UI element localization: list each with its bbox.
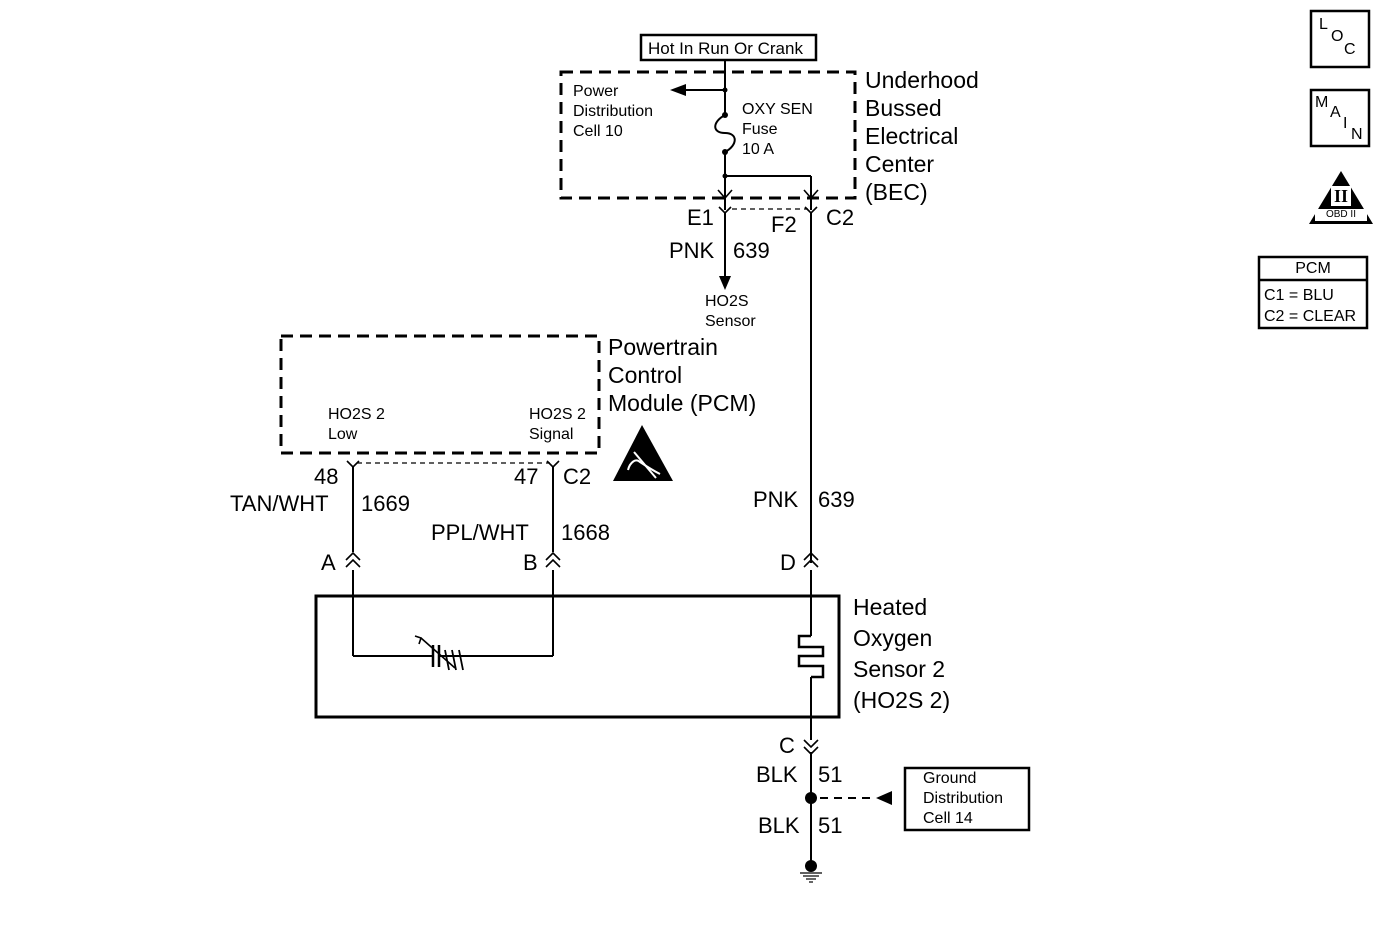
wire-circuit-639-lower: 639: [818, 487, 855, 512]
obd-ii-icon: [1309, 171, 1373, 224]
terminal-e1-symbol: [718, 206, 732, 215]
ground-distribution-label: Ground Distribution Cell 14: [923, 770, 1004, 827]
wire-circuit-639-upper: 639: [733, 238, 770, 263]
main-icon-letter-n: N: [1351, 126, 1363, 143]
wire-circuit-51-lower: 51: [818, 813, 843, 838]
terminal-e1: E1: [687, 205, 714, 230]
power-dist-arrow: [670, 84, 686, 96]
terminal-b-chevron: [545, 551, 561, 561]
loc-icon-letter-c: C: [1344, 41, 1356, 58]
sensor-terminal-b: B: [523, 550, 538, 575]
wire-color-tan-wht: TAN/WHT: [230, 491, 329, 516]
fuse-terminal-top: [722, 112, 728, 118]
obd-roman-numeral: II: [1333, 186, 1348, 206]
wire-color-blk-lower: BLK: [758, 813, 800, 838]
terminal-c-chevron: [803, 739, 819, 749]
loc-icon-letter-l: L: [1319, 16, 1328, 33]
pcm-legend-header: PCM: [1295, 260, 1331, 277]
splice-dot-f2: [722, 173, 728, 179]
main-icon-letter-m: M: [1315, 94, 1329, 111]
pin-48-symbol: [346, 460, 360, 469]
terminal-f2-symbol: [804, 206, 818, 215]
wire-color-ppl-wht: PPL/WHT: [431, 520, 529, 545]
wire-circuit-51-upper: 51: [818, 762, 843, 787]
fuse-label: OXY SEN Fuse 10 A: [742, 101, 813, 158]
fuse-terminal-bottom: [722, 149, 728, 155]
pcm-legend-c2: C2 = CLEAR: [1264, 308, 1357, 325]
loc-icon-letter-o: O: [1331, 28, 1344, 45]
bec-output-f2-chevron: [803, 189, 819, 200]
pcm-title: Powertrain Control Module (PCM): [608, 334, 757, 416]
ground-symbol: [800, 872, 822, 883]
power-distribution-label: Power Distribution Cell 10: [573, 83, 654, 140]
bec-connector-c2: C2: [826, 205, 855, 230]
terminal-a-chevron: [345, 551, 361, 561]
ground-splice-dot: [805, 792, 817, 804]
pcm-connector-c2: C2: [563, 464, 592, 489]
sensor-title: Heated Oxygen Sensor 2 (HO2S 2): [853, 594, 951, 713]
bec-title: Underhood Bussed Electrical Center (BEC): [865, 67, 979, 205]
splice-dot-top: [722, 87, 728, 93]
heater-element: [797, 634, 825, 679]
pcm-ho2s-signal-label: HO2S 2 Signal: [529, 406, 586, 443]
pcm-pin-48: 48: [314, 464, 339, 489]
obd-ii-label: OBD II: [1325, 209, 1356, 220]
loc-icon-frame: [1309, 9, 1371, 69]
fuse-symbol: [714, 114, 736, 153]
main-icon-frame: [1309, 88, 1371, 148]
wire-circuit-1669: 1669: [361, 491, 410, 516]
main-icon-letter-a: A: [1330, 104, 1341, 121]
wire-color-pnk-upper: PNK: [669, 238, 715, 263]
wire-color-pnk-lower: PNK: [753, 487, 799, 512]
esd-warning-icon: [613, 425, 673, 481]
ground-dist-frame: [903, 766, 1031, 832]
pcm-legend-c1: C1 = BLU: [1264, 287, 1334, 304]
wire-circuit-1668: 1668: [561, 520, 610, 545]
ho2s-sensor-reference: HO2S Sensor: [705, 293, 756, 330]
sensor-terminal-d: D: [780, 550, 796, 575]
sensor-outline: [314, 594, 841, 719]
bec-output-e1-chevron: [717, 189, 733, 200]
terminal-d-chevron: [803, 551, 819, 561]
pcm-legend-frame: [1257, 255, 1369, 330]
ho2s-sensor-arrow: [719, 276, 731, 290]
oxygen-sensing-element: [414, 635, 464, 671]
sensor-terminal-a: A: [321, 550, 336, 575]
ground-eyelet: [805, 860, 817, 872]
pcm-dashed-outline: [279, 334, 601, 455]
terminal-f2: F2: [771, 212, 797, 237]
main-icon-letter-i: I: [1343, 115, 1348, 132]
supply-label-frame: [639, 33, 818, 62]
wire-color-blk-upper: BLK: [756, 762, 798, 787]
sensor-terminal-c: C: [779, 733, 795, 758]
supply-label: Hot In Run Or Crank: [648, 39, 803, 58]
ground-dist-arrow: [876, 791, 892, 805]
pin-47-symbol: [546, 460, 560, 469]
pcm-ho2s-low-label: HO2S 2 Low: [328, 406, 385, 443]
pcm-pin-47: 47: [514, 464, 539, 489]
